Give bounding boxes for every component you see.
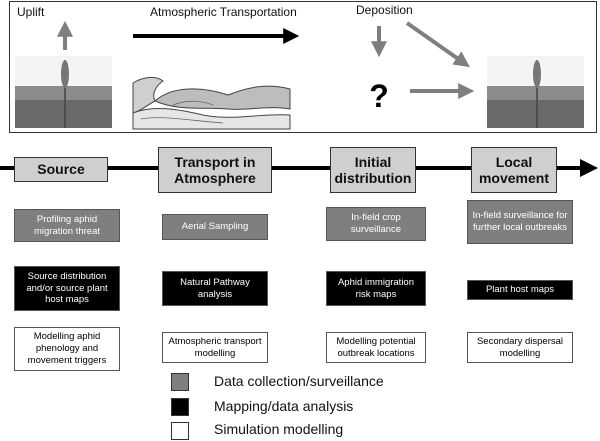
box-data-collection-local: In-field surveillance for further local … [467,200,573,244]
deposition-arrow-diagonal-icon [405,21,470,68]
wave-illustration [132,75,291,130]
box-modelling-initial: Modelling potential outbreak locations [326,332,426,363]
legend-label-mapping: Mapping/data analysis [214,398,354,414]
box-mapping-transport: Natural Pathway analysis [162,271,268,306]
legend-label-data-collection: Data collection/surveillance [214,373,384,389]
legend-swatch-black [171,398,189,416]
box-mapping-local: Plant host maps [467,280,573,300]
wheat-photo-left [15,56,112,128]
box-mapping-source: Source distribution and/or source plant … [14,266,120,311]
box-data-collection-initial: In-field crop surveillance [326,207,426,241]
legend-swatch-grey [171,373,189,391]
box-modelling-source: Modelling aphid phenology and movement t… [14,327,120,371]
uplift-label: Uplift [17,5,45,19]
transport-label: Atmospheric Transportation [150,5,297,19]
legend-label-simulation: Simulation modelling [214,421,344,437]
wheat-photo-right [487,56,584,128]
stage-transport: Transport in Atmosphere [158,147,272,193]
stage-source: Source [14,157,108,182]
box-modelling-transport: Atmospheric transport modelling [162,332,268,363]
deposition-label: Deposition [356,3,413,17]
question-mark-icon: ? [369,78,389,114]
legend-swatch-white [171,422,189,440]
box-data-collection-transport: Aerial Sampling [162,214,268,240]
process-arrows: ? [15,20,584,130]
box-modelling-local: Secondary dispersal modelling [467,332,573,363]
stage-initial-distribution: Initial distribution [330,147,416,193]
box-mapping-initial: Aphid immigration risk maps [326,271,426,306]
stage-local-movement: Local movement [471,147,557,193]
box-data-collection-source: Profiling aphid migration threat [14,209,120,242]
